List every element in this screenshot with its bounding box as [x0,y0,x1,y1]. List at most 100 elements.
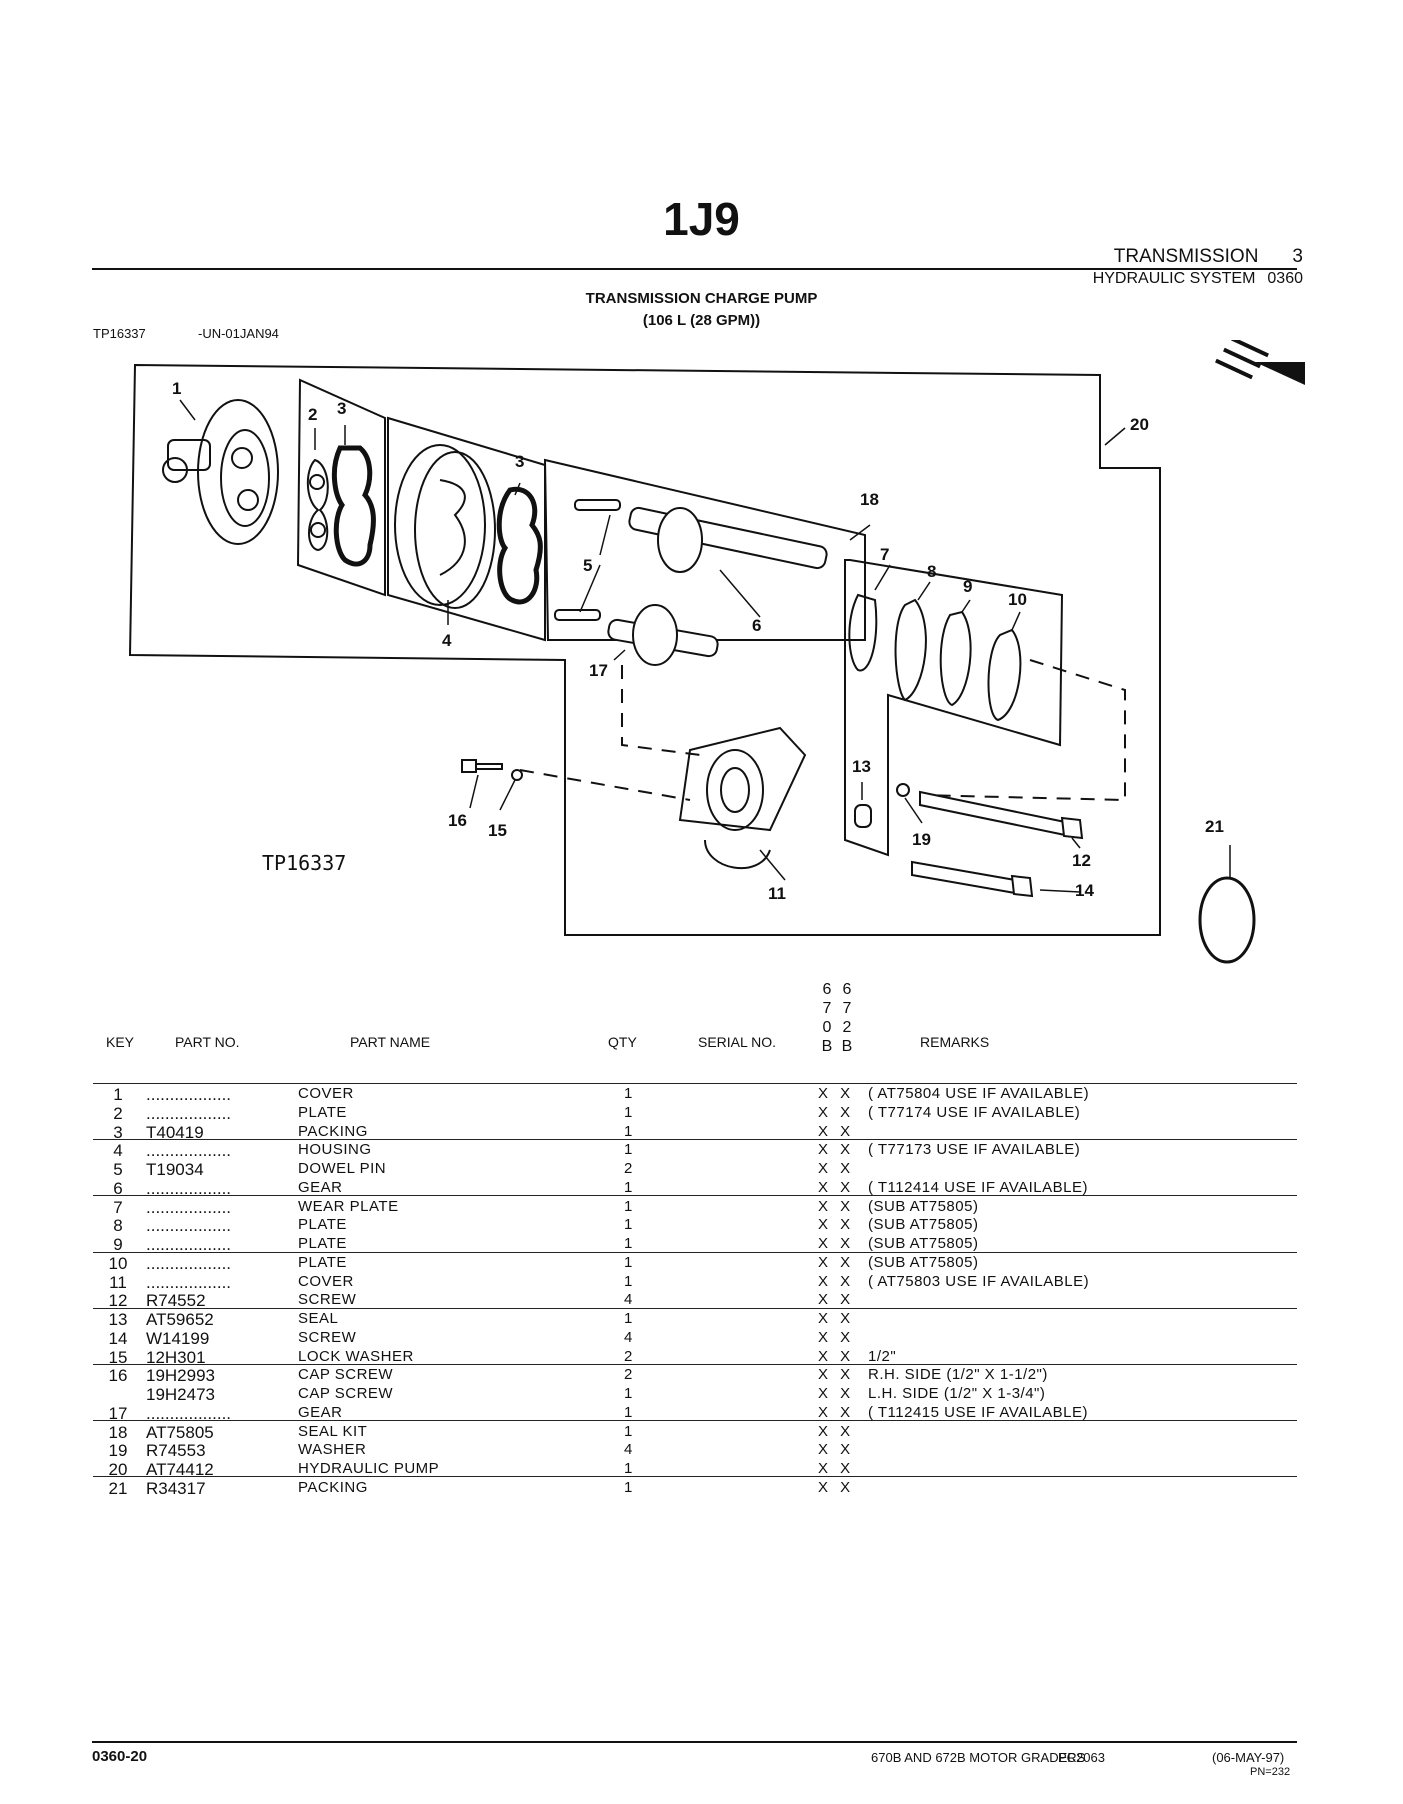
section-name: TRANSMISSION [1113,246,1259,267]
callout-20: 20 [1130,415,1149,434]
panel-plate-gasket [296,378,386,597]
callout-7: 7 [880,545,889,564]
model-marks-cell: X X [818,1460,855,1477]
part-number-cell: 19H2473 [146,1385,216,1404]
model-column-670b: 6 7 0 B [817,980,837,1056]
remarks-cell: R.H. SIDE (1/2" X 1-1/2") [868,1366,1048,1384]
packing-icon [331,445,376,567]
qty-cell: 2 [624,1347,633,1365]
callout-16: 16 [448,811,467,830]
model-marks-cell: X X [818,1141,855,1159]
key-cell: 21 [108,1478,128,1498]
model-marks-cell: X X [818,1197,855,1215]
table-rule [93,1420,1297,1421]
model-marks-cell: X X [818,1178,855,1196]
callout-labels: 1 2 3 3 4 5 6 7 8 9 10 11 12 13 14 15 16… [172,379,1224,903]
o-ring-icon [1198,876,1256,964]
part-number-cell: R74553 [146,1441,206,1461]
part-name-cell: SCREW [298,1291,357,1309]
model-marks-cell: X X [818,1160,855,1177]
model-marks-cell: X X [818,1347,855,1365]
panel-wear-plates [844,559,1064,857]
part-name-cell: CAP SCREW [298,1366,394,1384]
part-name-cell: SEAL [298,1310,339,1327]
panel-housing [387,416,546,642]
remarks-cell: (SUB AT75805) [868,1253,979,1271]
table-row: 2.................. PLATE 1 X X ( T77174 USE… [0,1104,1403,1123]
key-cell: 17 [108,1403,128,1423]
exploded-parts-diagram: 1 2 3 3 4 5 6 7 8 9 10 11 12 13 14 15 16… [128,340,1305,964]
callout-5: 5 [583,556,592,575]
footer-date: (06-MAY-97) [1212,1750,1285,1765]
key-cell: 15 [108,1347,128,1367]
part-number-cell: .................. [146,1178,232,1198]
table-rule [93,1083,1297,1084]
callout-3: 3 [337,399,346,418]
leader-lines [179,399,1231,893]
model-char: B [841,1038,853,1055]
panel-gears [543,458,866,641]
remarks-cell: (SUB AT75805) [868,1197,979,1215]
part-name-cell: PACKING [298,1478,368,1496]
screw-icons [911,790,1084,898]
pump-assembly-outline [128,363,1161,936]
part-number-cell: .................. [146,1403,232,1423]
callout-6: 6 [752,616,761,635]
key-cell: 10 [108,1253,128,1273]
qty-cell: 1 [624,1253,633,1271]
remarks-cell: (SUB AT75805) [868,1235,979,1252]
model-marks-cell: X X [818,1216,855,1234]
header-remarks: REMARKS [920,1034,990,1050]
qty-cell: 1 [624,1422,633,1440]
qty-cell: 1 [624,1385,633,1402]
callout-4: 4 [442,631,452,650]
qty-cell: 4 [624,1291,633,1309]
part-name-cell: WASHER [298,1441,367,1459]
wear-plate-icons [848,593,1022,722]
table-rule [93,1139,1297,1140]
callout-11: 11 [768,884,786,903]
part-number-cell: 19H2993 [146,1366,216,1386]
callout-18: 18 [860,490,879,509]
key-cell: 7 [113,1197,123,1217]
key-cell: 19 [108,1441,128,1461]
remarks-cell: ( T77174 USE IF AVAILABLE) [868,1103,1081,1121]
key-cell: 20 [108,1460,128,1479]
model-char: 0 [822,1019,832,1036]
figure-title: TRANSMISSION CHARGE PUMP [585,290,818,307]
part-number-cell: T19034 [146,1160,204,1179]
key-cell: 2 [113,1103,123,1123]
part-number-cell: .................. [146,1216,232,1236]
callout-9: 9 [963,577,972,596]
qty-cell: 4 [624,1441,633,1459]
illustration-date: -UN-01JAN94 [198,326,279,341]
part-name-cell: HOUSING [298,1141,372,1159]
qty-cell: 1 [624,1235,633,1252]
model-marks-cell: X X [818,1310,855,1327]
model-marks-cell: X X [818,1103,855,1121]
footer-page-number: PN=232 [1250,1766,1291,1778]
qty-cell: 1 [624,1122,633,1140]
remarks-cell: ( T77173 USE IF AVAILABLE) [868,1141,1081,1159]
part-number-cell: .................. [146,1141,232,1161]
plate-icon [306,458,329,552]
part-number-cell: .................. [146,1085,232,1104]
part-number-cell: .................. [146,1103,232,1123]
qty-cell: 1 [624,1103,633,1121]
qty-cell: 1 [624,1272,633,1290]
remarks-cell: ( T112414 USE IF AVAILABLE) [868,1178,1088,1196]
callout-1: 1 [172,379,181,398]
footer-page-code: 0360-20 [92,1748,148,1765]
part-name-cell: PLATE [298,1103,347,1121]
part-name-cell: SCREW [298,1328,357,1346]
qty-cell: 1 [624,1141,633,1159]
model-marks-cell: X X [818,1422,855,1440]
callout-14: 14 [1075,881,1094,900]
qty-cell: 1 [624,1085,633,1102]
model-marks-cell: X X [818,1235,855,1252]
